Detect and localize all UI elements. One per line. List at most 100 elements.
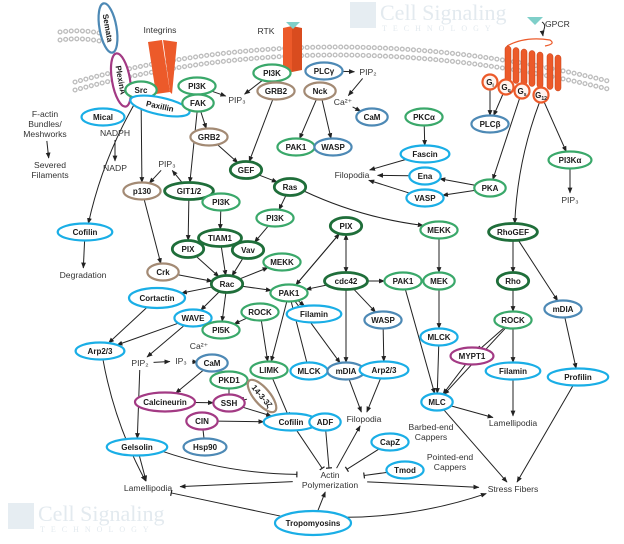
node-mlc[interactable]: MLC — [420, 392, 454, 412]
mical-ellipse — [80, 107, 126, 127]
node-pak1a[interactable]: PAK1 — [276, 137, 316, 157]
node-crk[interactable]: Crk — [146, 262, 180, 282]
node-tmod[interactable]: Tmod — [385, 460, 425, 480]
node-gi[interactable]: Gi — [481, 73, 499, 91]
node-gq[interactable]: Gq — [497, 78, 515, 96]
node-ssh[interactable]: SSH — [212, 393, 246, 413]
node-pi3k1[interactable]: PI3K — [177, 76, 217, 96]
filamin1-ellipse — [285, 304, 343, 324]
cin-ellipse — [185, 411, 219, 431]
node-g12[interactable]: G12 — [532, 86, 550, 104]
plcg-ellipse — [304, 61, 344, 81]
node-vav[interactable]: Vav — [230, 240, 266, 260]
node-wasp2[interactable]: WASP — [363, 310, 403, 330]
node-pix1[interactable]: PIX — [170, 239, 206, 259]
node-mek[interactable]: MEK — [422, 271, 456, 291]
edge-wave-to-pip2b — [146, 325, 185, 358]
node-pkd1[interactable]: PKD1 — [209, 370, 249, 390]
node-hsp90[interactable]: Hsp90 — [182, 437, 228, 457]
node-mical[interactable]: Mical — [80, 107, 126, 127]
node-pak1b[interactable]: PAK1 — [269, 283, 309, 303]
pi3k1-label: PI3K — [188, 82, 206, 91]
mekk2-label: MEKK — [427, 226, 451, 235]
node-pi3ka[interactable]: PI3Kα — [547, 150, 593, 170]
node-capz[interactable]: CapZ — [370, 432, 410, 452]
node-grb2a[interactable]: GRB2 — [189, 127, 229, 147]
node-fak[interactable]: FAK — [181, 93, 215, 113]
node-cortactin[interactable]: Cortactin — [127, 286, 187, 310]
node-mlck2[interactable]: MLCK — [419, 327, 459, 347]
node-arp1[interactable]: Arp2/3 — [74, 341, 126, 361]
node-p130[interactable]: p130 — [122, 181, 162, 201]
node-adf[interactable]: ADF — [308, 412, 342, 432]
node-fascin[interactable]: Fascin — [399, 144, 451, 164]
node-cam1[interactable]: CaM — [355, 107, 389, 127]
node-tropo[interactable]: Tropomyosins — [273, 509, 353, 537]
pi3k4-ellipse — [255, 208, 295, 228]
node-tiam1[interactable]: TIAM1 — [197, 228, 243, 248]
node-mekk1[interactable]: MEKK — [262, 252, 302, 272]
node-rhogef[interactable]: RhoGEF — [487, 222, 539, 242]
text-ca2: Ca²⁺ — [190, 341, 209, 351]
gpcr-transmembrane-helix — [520, 48, 528, 86]
node-pak1c[interactable]: PAK1 — [383, 271, 423, 291]
node-rock1[interactable]: ROCK — [240, 302, 280, 322]
node-mekk2[interactable]: MEKK — [419, 220, 459, 240]
node-gef[interactable]: GEF — [228, 160, 264, 180]
gpcr-transmembrane-helix — [504, 45, 512, 83]
node-semata[interactable]: Semata — [95, 2, 120, 54]
node-grb2b[interactable]: GRB2 — [256, 81, 296, 101]
node-pkca[interactable]: PKCα — [404, 107, 444, 127]
node-cam2[interactable]: CaM — [195, 353, 229, 373]
node-limk[interactable]: LIMK — [249, 360, 289, 380]
node-gs[interactable]: Gs — [513, 82, 531, 100]
node-pi3k4[interactable]: PI3K — [255, 208, 295, 228]
edge-ras-to-mekk2 — [303, 190, 424, 228]
node-nck[interactable]: Nck — [303, 81, 337, 101]
edge-rac-to-cortactin — [180, 286, 213, 295]
node-profilin[interactable]: Profilin — [546, 367, 610, 387]
svg-text:TECHNOLOGY: TECHNOLOGY — [40, 525, 155, 534]
node-vasp[interactable]: VASP — [405, 188, 445, 208]
node-rho[interactable]: Rho — [495, 271, 531, 291]
edge-pip3b-to-p130 — [148, 169, 162, 184]
node-gelsolin[interactable]: Gelsolin — [105, 437, 169, 457]
node-p1433[interactable]: 14-3-3ζ — [243, 376, 281, 417]
node-plcg[interactable]: PLCγ — [304, 61, 344, 81]
node-mlck1[interactable]: MLCK — [289, 361, 329, 381]
ras-label: Ras — [283, 183, 298, 192]
node-mdia2[interactable]: mDIA — [543, 299, 583, 319]
node-cin[interactable]: CIN — [185, 411, 219, 431]
node-calcineurin[interactable]: Calcineurin — [133, 391, 197, 413]
node-pi5k[interactable]: PI5K — [201, 320, 241, 340]
node-cofilin1[interactable]: Cofilin — [56, 222, 114, 242]
capz-label: CapZ — [380, 438, 400, 447]
node-ena[interactable]: Ena — [408, 166, 442, 186]
node-pka[interactable]: PKA — [473, 178, 507, 198]
mlc-ellipse — [420, 392, 454, 412]
node-arp2[interactable]: Arp2/3 — [358, 360, 410, 380]
node-cdc42[interactable]: cdc42 — [323, 271, 369, 291]
node-filamin1[interactable]: Filamin — [285, 304, 343, 324]
tiam1-ellipse — [197, 228, 243, 248]
node-rac[interactable]: Rac — [209, 274, 245, 294]
node-paxillin[interactable]: Paxillin — [129, 91, 192, 120]
node-mypt1[interactable]: MYPT1 — [449, 346, 495, 366]
wasp1-label: WASP — [321, 143, 345, 152]
node-wave[interactable]: WAVE — [173, 308, 213, 328]
node-ras[interactable]: Ras — [272, 177, 308, 197]
node-pi3k2[interactable]: PI3K — [252, 63, 292, 83]
node-mdia1[interactable]: mDIA — [326, 361, 366, 381]
node-plcb[interactable]: PLCβ — [470, 114, 510, 134]
semata-ellipse — [97, 2, 119, 54]
node-rock2[interactable]: ROCK — [493, 310, 533, 330]
nodes: SemataPlexinAMicalSrcPaxillinPI3KFAKPI3K… — [23, 2, 610, 537]
text-pip3a: PIP₃ — [228, 95, 246, 105]
node-wasp1[interactable]: WASP — [313, 137, 353, 157]
node-git[interactable]: GIT1/2 — [163, 181, 215, 201]
pi3ka-label: PI3Kα — [559, 156, 582, 165]
node-pi3k3[interactable]: PI3K — [201, 192, 241, 212]
edge-gelsolin-to-actin — [162, 450, 298, 478]
node-pix2[interactable]: PIX — [328, 216, 364, 236]
node-filamin2[interactable]: Filamin — [484, 361, 542, 381]
